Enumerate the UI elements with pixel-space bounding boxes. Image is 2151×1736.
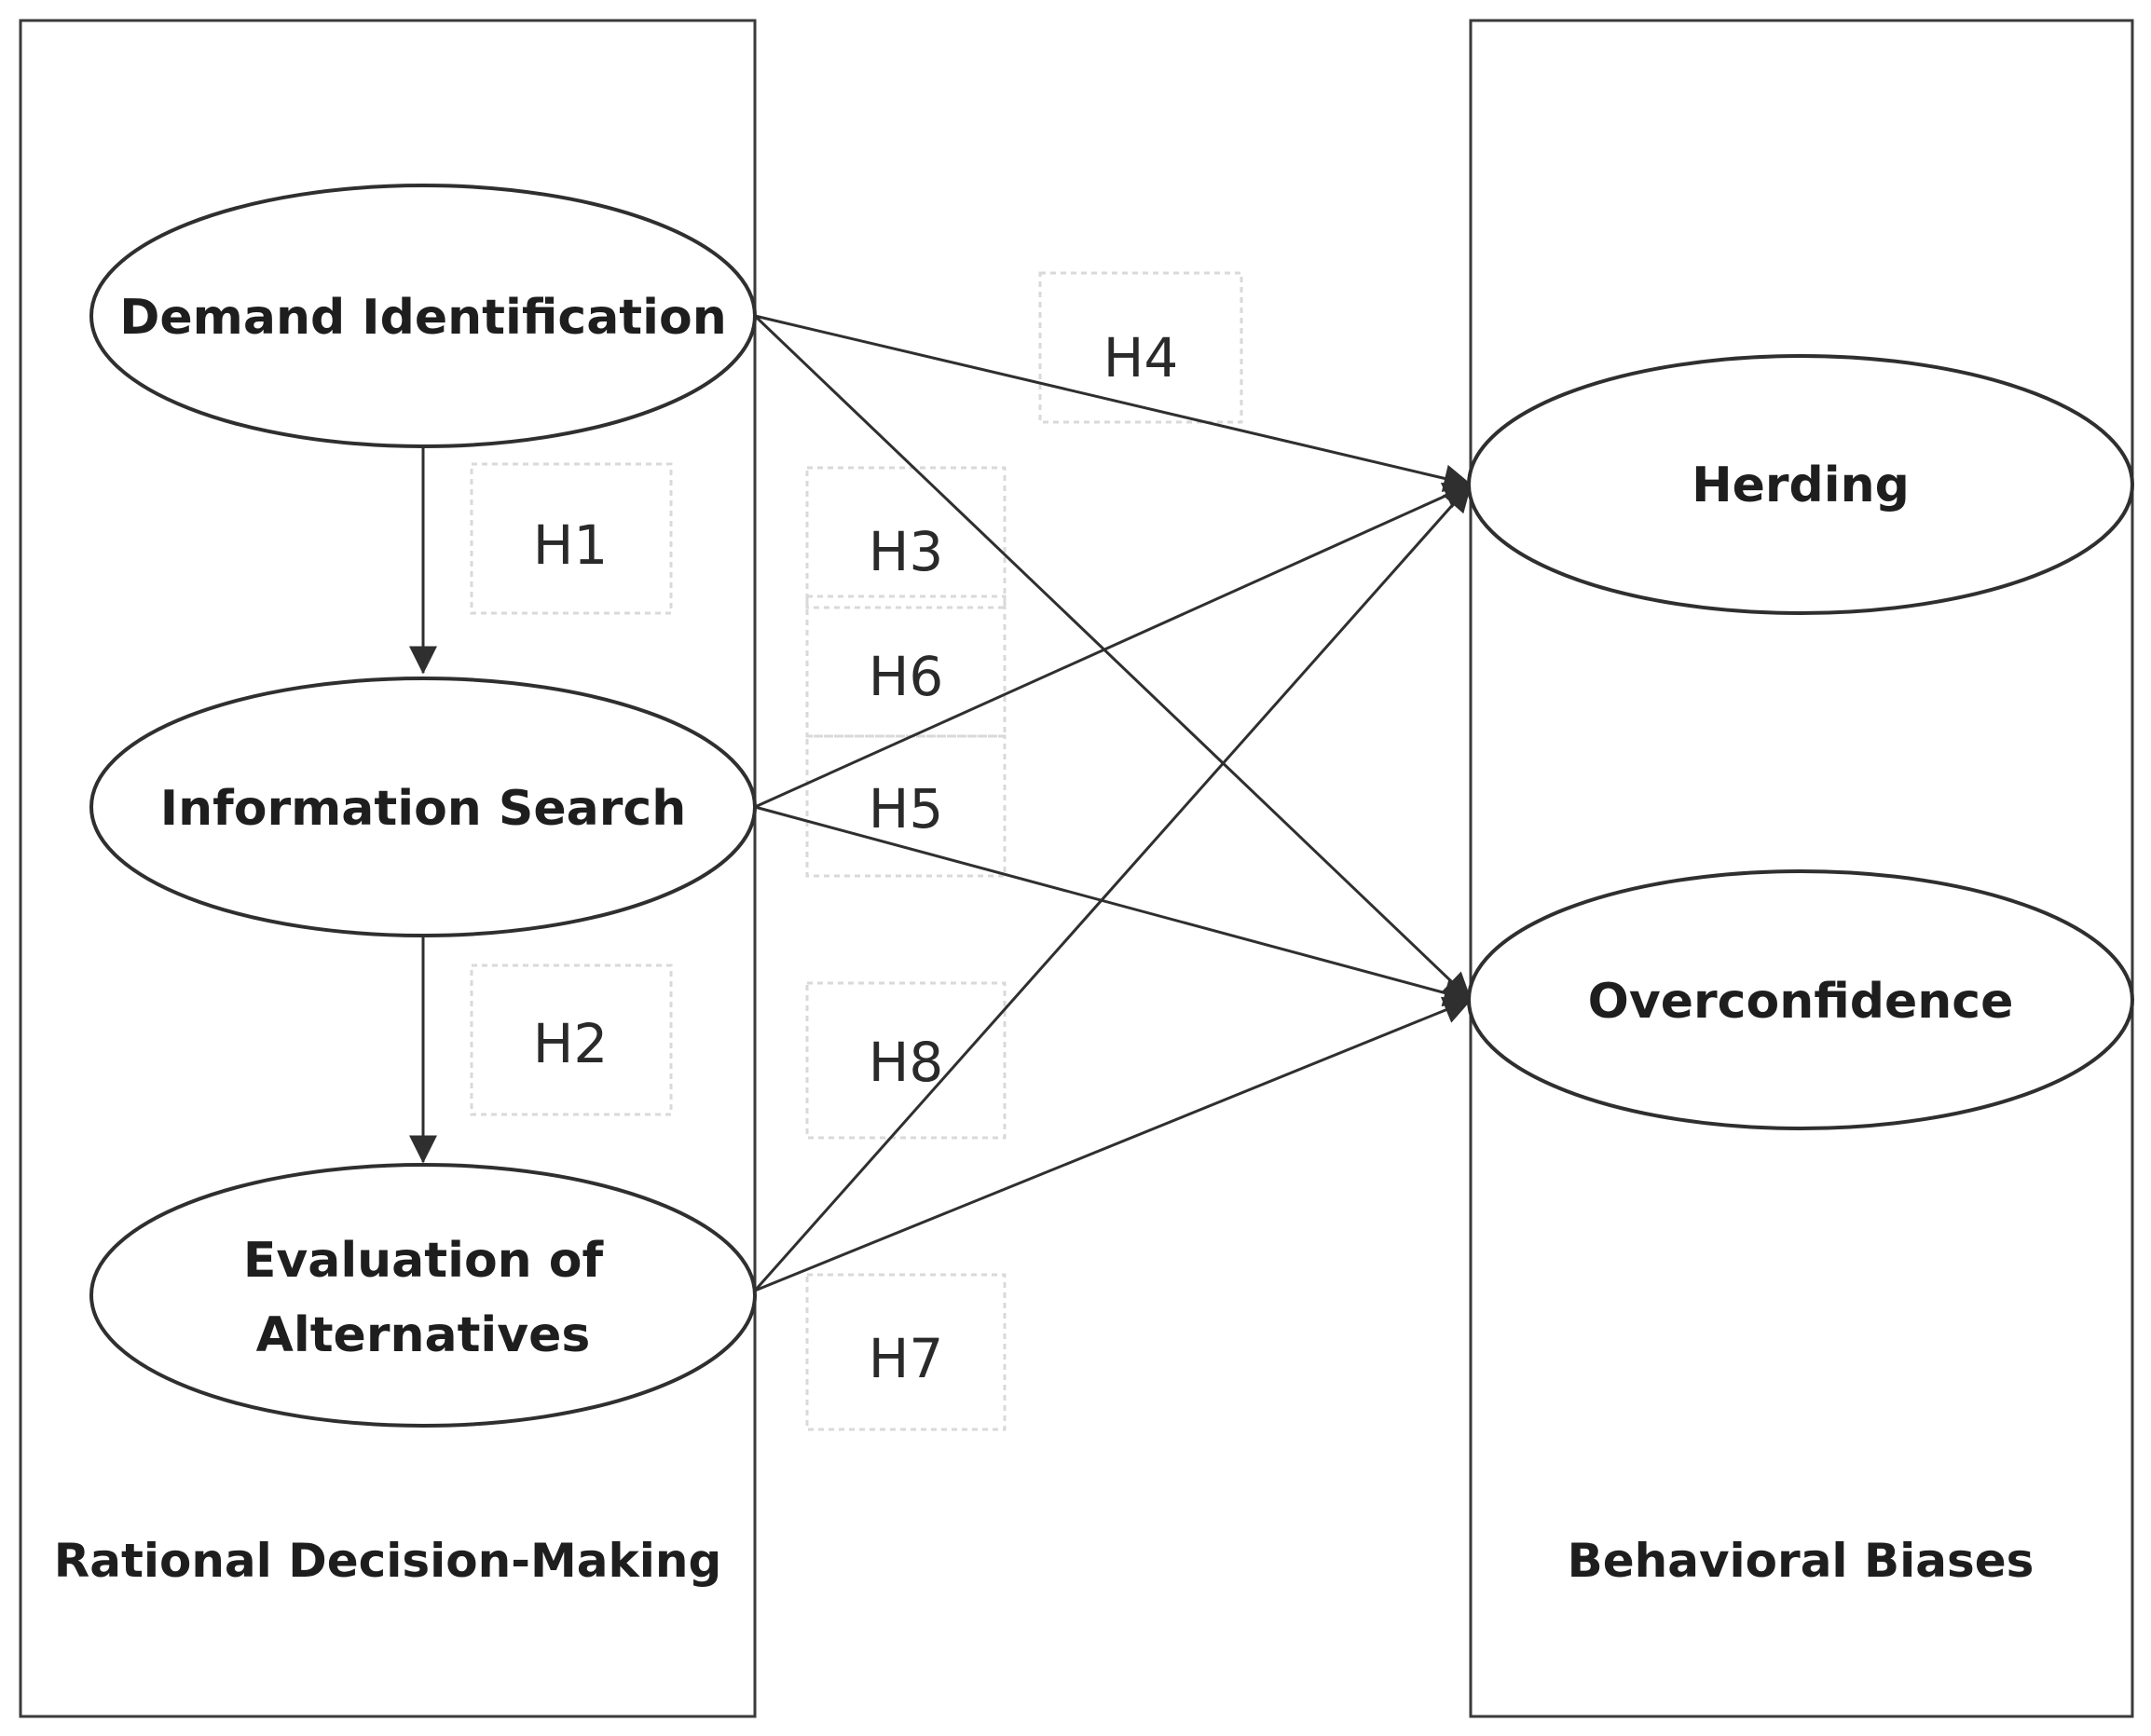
hypothesis-box-h8	[805, 981, 1007, 1140]
hypothesis-label-h4: H4	[1103, 326, 1179, 390]
hypothesis-box-h5	[805, 734, 1007, 878]
node-information-search	[89, 677, 757, 937]
node-herding-label: Herding	[1692, 458, 1910, 513]
node-overconfidence	[1467, 869, 2134, 1130]
node-information-search-label: Information Search	[160, 781, 686, 837]
edge-eval-to-overconfidence	[754, 996, 1473, 1292]
node-evaluation-of-alternatives	[89, 1163, 757, 1428]
hypothesis-label-h3: H3	[869, 520, 944, 583]
hypothesis-label-h8: H8	[869, 1031, 944, 1094]
node-evaluation-of-alternatives-label-line2: Alternatives	[256, 1307, 591, 1363]
hypothesis-box-h3	[805, 466, 1007, 609]
hypothesis-label-h2: H2	[533, 1012, 609, 1075]
edge-info-to-herding	[754, 483, 1473, 809]
node-demand-identification	[89, 184, 757, 448]
edge-info-to-overconfidence	[754, 805, 1473, 1007]
hypothesis-box-h6	[805, 595, 1007, 738]
node-evaluation-of-alternatives-label-line1: Evaluation of	[243, 1233, 605, 1289]
behavioral-biases-frame	[1469, 19, 2134, 1718]
node-overconfidence-label: Overconfidence	[1588, 974, 2014, 1030]
edge-demand-to-herding	[754, 314, 1473, 493]
hypothesis-label-h6: H6	[869, 645, 944, 708]
rational-decision-making-frame	[19, 19, 757, 1718]
edge-demand-to-overconfidence	[753, 314, 1473, 1002]
hypothesis-label-h1: H1	[533, 513, 609, 577]
node-herding	[1467, 354, 2134, 615]
group-label-behavioral-biases: Behavioral Biases	[1568, 1534, 2035, 1588]
hypothesis-label-h5: H5	[869, 777, 944, 841]
hypothesis-box-h7	[805, 1273, 1007, 1431]
hypothesis-label-h7: H7	[869, 1327, 944, 1390]
group-label-rational-decision-making: Rational Decision-Making	[54, 1534, 722, 1588]
edge-eval-to-herding	[753, 483, 1473, 1292]
hypothesis-box-h4	[1038, 271, 1243, 424]
node-demand-identification-label: Demand Identification	[119, 290, 726, 346]
